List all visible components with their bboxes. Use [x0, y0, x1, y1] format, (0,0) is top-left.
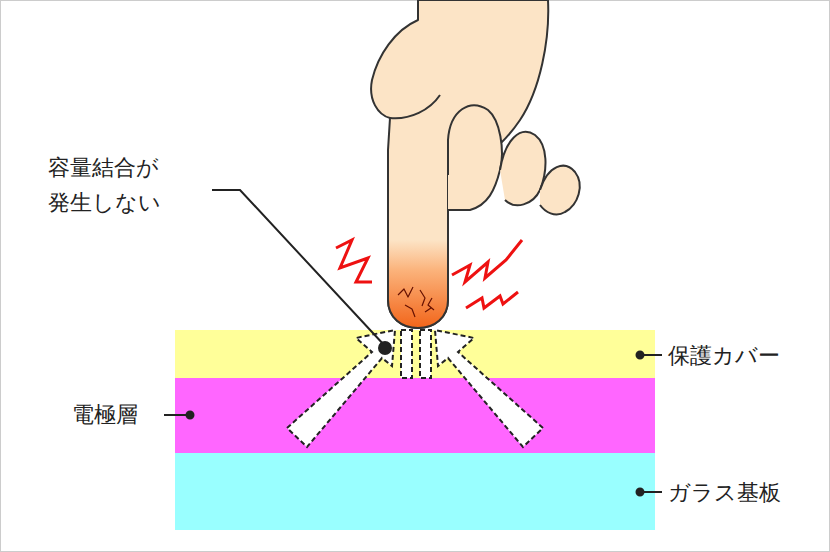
signal-sparks [336, 240, 522, 308]
callout-note: 容量結合が 発生しない [48, 150, 166, 220]
hand [371, 0, 580, 328]
protective-cover-layer [175, 330, 655, 378]
layer-label: 電極層 [72, 397, 162, 432]
layer-label: ガラス基板 [668, 475, 818, 510]
electrode-layer [175, 378, 655, 453]
layer-label: 保護カバー [668, 338, 818, 373]
field-arrows [287, 330, 543, 447]
leader-lines [164, 190, 662, 496]
glass-substrate-layer [175, 453, 655, 530]
